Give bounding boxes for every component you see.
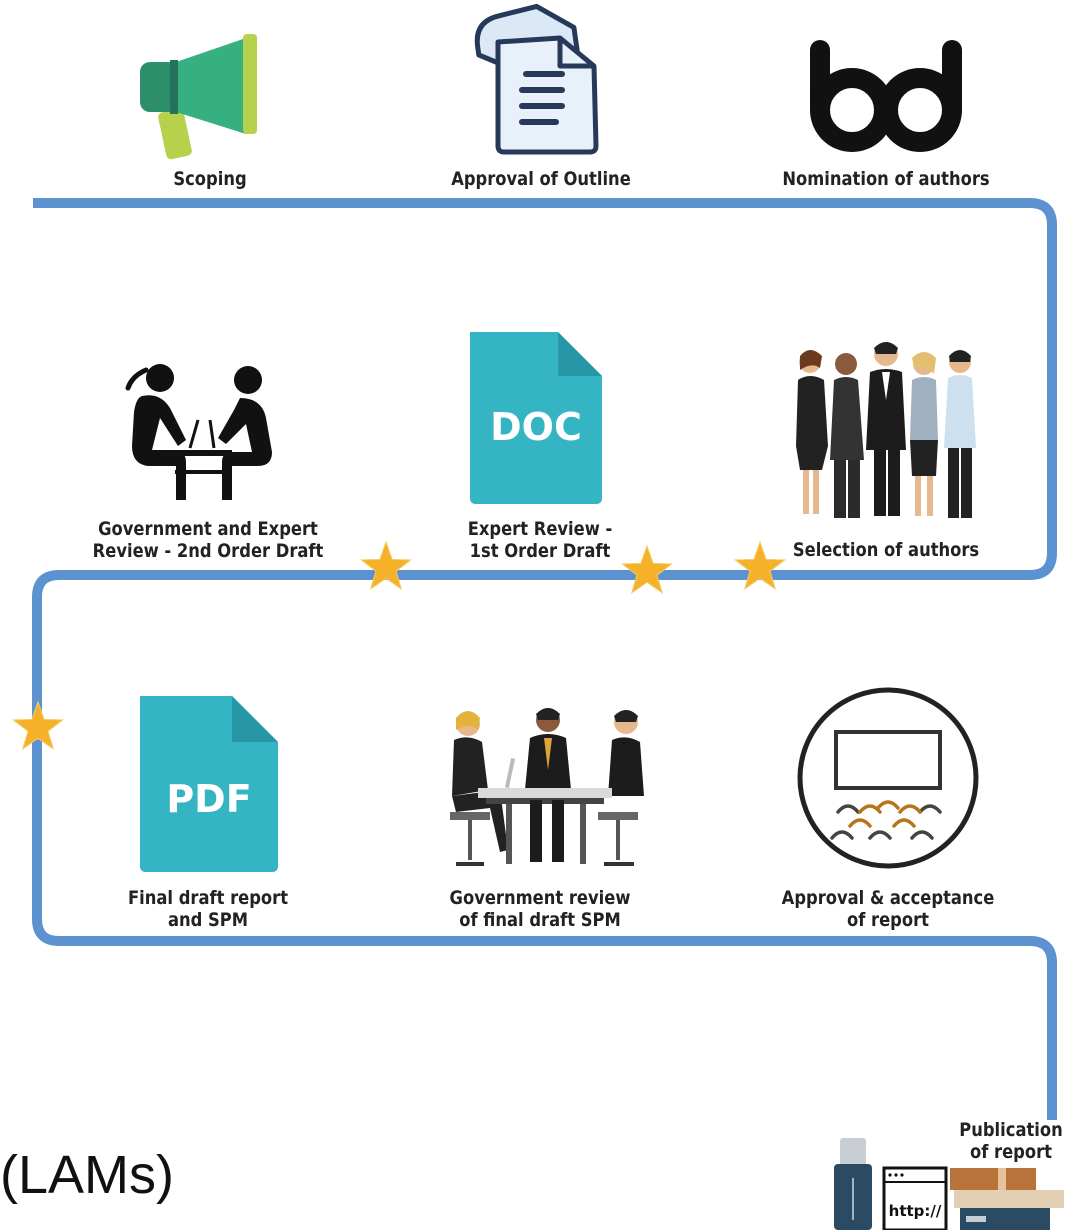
step-nomination-label: Nomination of authors — [782, 168, 990, 190]
step-expert-review: Expert Review - 1st Order Draft — [454, 518, 626, 562]
step-scoping: Scoping — [124, 168, 296, 190]
megaphone-icon — [140, 34, 257, 160]
doc-file-icon — [470, 332, 602, 504]
step-scoping-label: Scoping — [173, 168, 247, 190]
step-selection: Selection of authors — [791, 539, 980, 561]
documents-icon — [474, 3, 599, 155]
lams-caption: (LAMs) — [0, 1145, 174, 1205]
step-publication-line1: Publication — [959, 1119, 1063, 1141]
step-approval-outline-label: Approval of Outline — [451, 168, 631, 190]
star-icon — [359, 540, 413, 591]
meeting-table-icon — [450, 708, 644, 866]
step-approval-acceptance-line1: Approval & acceptance — [781, 887, 995, 909]
step-final-draft-line1: Final draft report — [127, 887, 289, 909]
star-icon — [620, 544, 674, 595]
step-final-draft: Final draft report and SPM — [122, 887, 294, 931]
presentation-icon — [797, 687, 979, 869]
meeting-icon — [125, 364, 272, 500]
pdf-label: PDF — [166, 777, 251, 821]
step-gov-review: Government review of final draft SPM — [441, 887, 639, 931]
star-icon — [733, 540, 787, 591]
step-selection-label: Selection of authors — [792, 539, 980, 561]
doc-label: DOC — [490, 405, 582, 449]
step-expert-review-line2: 1st Order Draft — [469, 540, 611, 562]
pdf-file-icon — [140, 696, 278, 872]
step-gov-expert-review: Government and Expert Review - 2nd Order… — [88, 518, 329, 562]
business-people-icon — [796, 342, 976, 518]
step-nomination: Nomination of authors — [774, 168, 998, 190]
step-publication: Publication of report — [955, 1119, 1067, 1163]
step-approval-outline: Approval of Outline — [438, 168, 644, 190]
step-publication-line2: of report — [970, 1141, 1052, 1163]
flow-path — [32, 198, 1057, 1120]
usb-drive-icon — [834, 1138, 872, 1230]
step-gov-expert-line1: Government and Expert — [98, 518, 318, 540]
step-expert-review-line1: Expert Review - — [467, 518, 613, 540]
glasses-icon — [810, 40, 962, 152]
star-icon — [11, 700, 65, 751]
step-gov-review-line1: Government review — [449, 887, 631, 909]
step-approval-acceptance-line2: of report — [847, 909, 929, 931]
step-final-draft-line2: and SPM — [167, 909, 249, 931]
step-gov-expert-line2: Review - 2nd Order Draft — [92, 540, 324, 562]
http-label: http:// — [889, 1202, 942, 1220]
books-icon — [950, 1168, 1064, 1230]
step-gov-review-line2: of final draft SPM — [459, 909, 621, 931]
step-approval-acceptance: Approval & acceptance of report — [781, 887, 996, 931]
browser-icon — [882, 1166, 948, 1230]
